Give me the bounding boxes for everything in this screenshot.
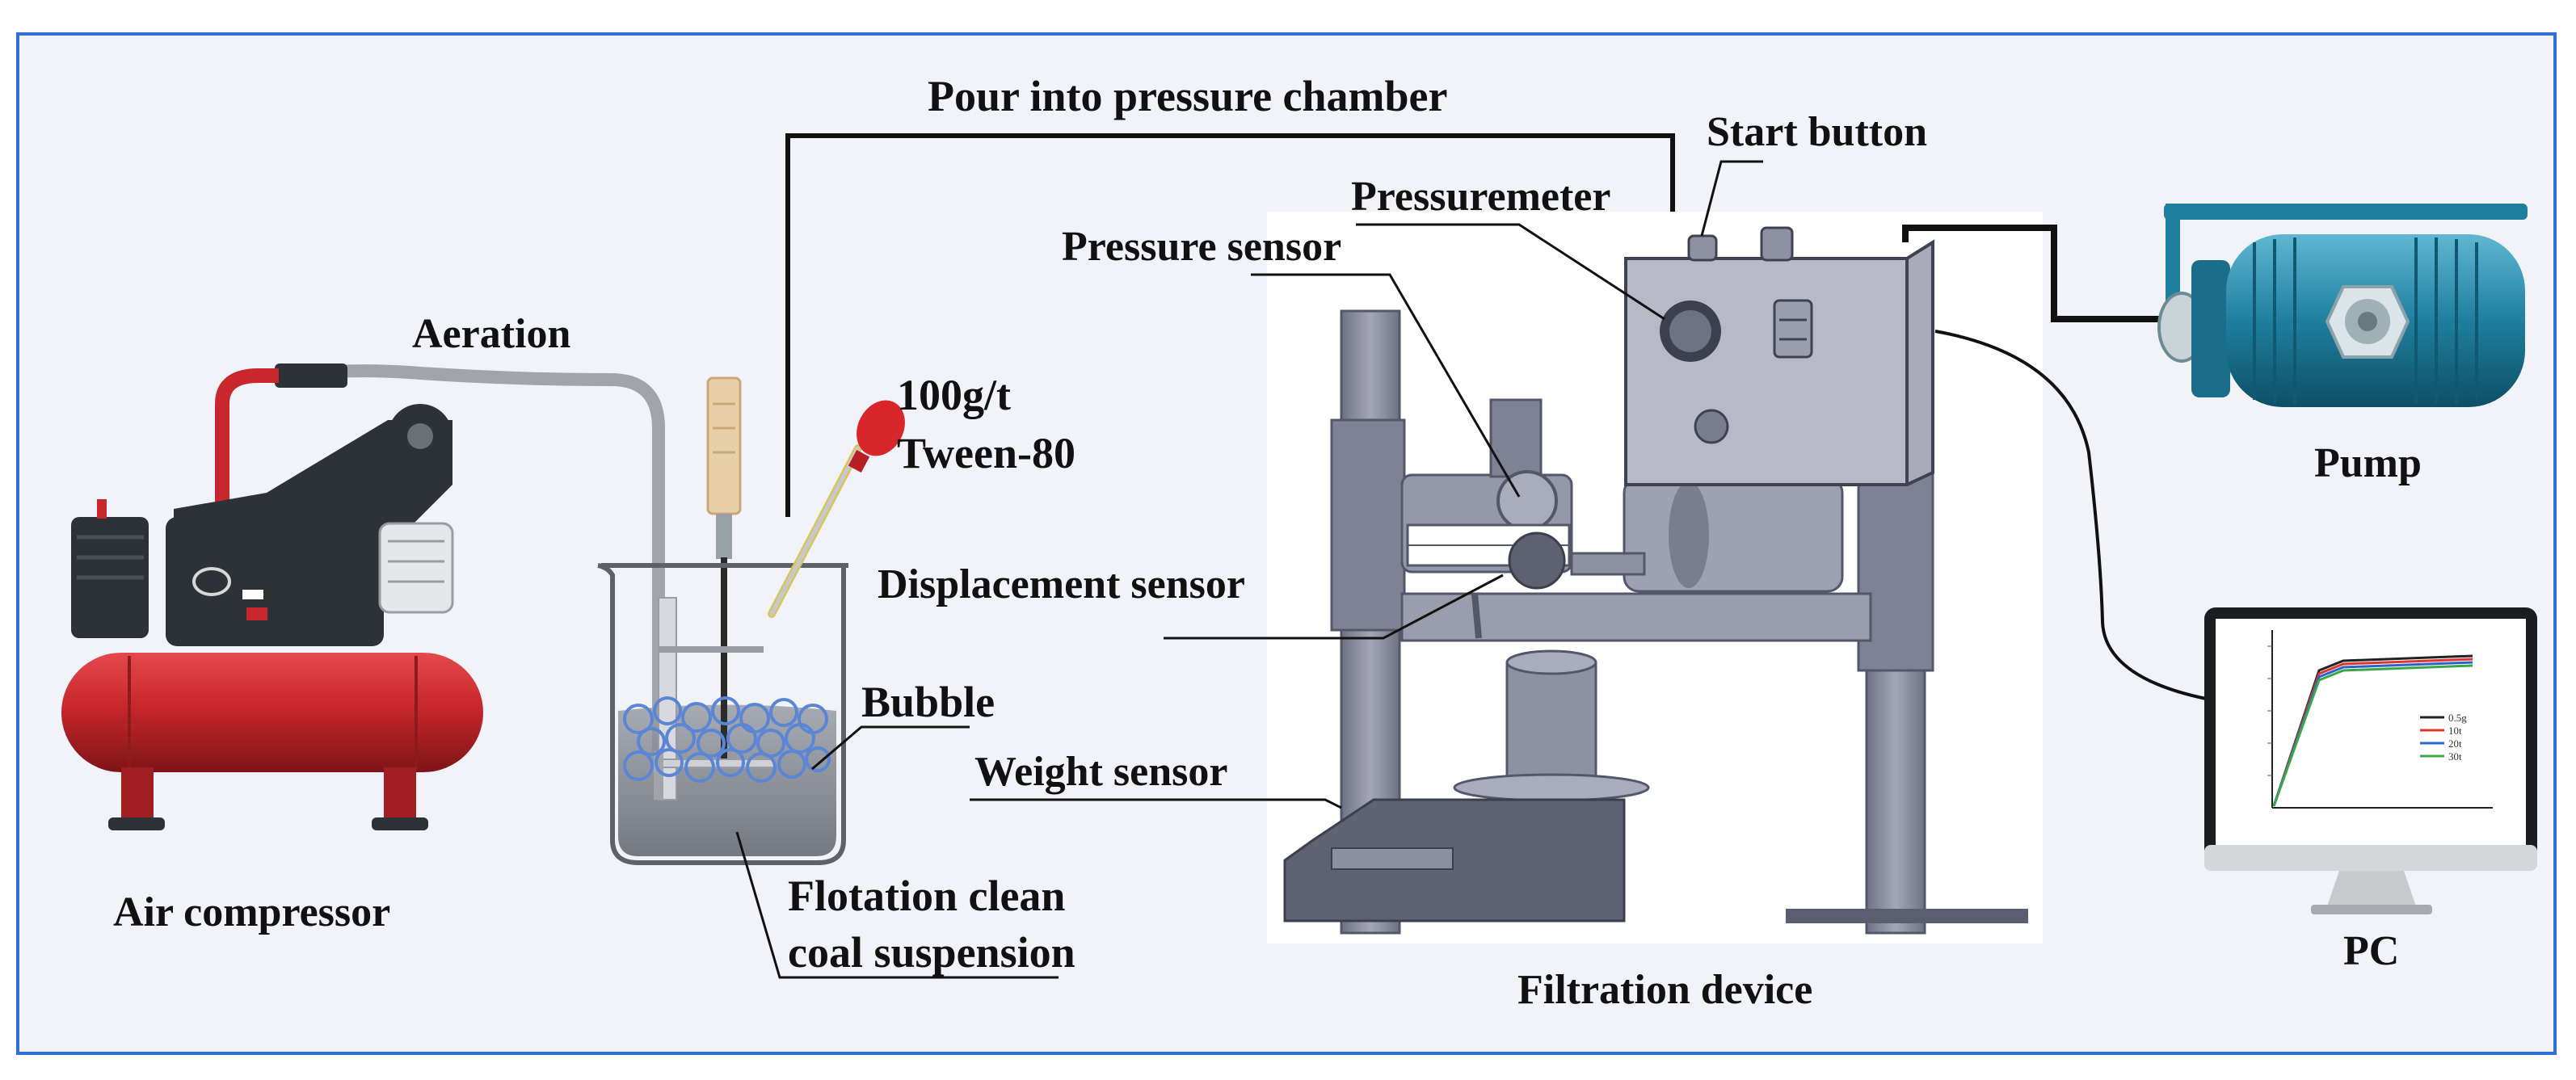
pump-icon — [2157, 204, 2528, 407]
monitor-legend-label-4: 30t — [2448, 750, 2462, 763]
pc-label: PC — [2343, 928, 2400, 974]
weight-sensor-leader — [970, 798, 1342, 809]
filtration-device-label: Filtration device — [1517, 967, 1813, 1013]
beaker-icon — [597, 376, 848, 865]
pressuremeter-leader — [1356, 223, 1665, 321]
bubble-leader — [811, 725, 970, 771]
dropper-icon — [768, 400, 905, 618]
suspension-label-line2: coal suspension — [788, 928, 1075, 977]
monitor-legend-label-1: 0.5g — [2448, 712, 2467, 724]
start-button-label: Start button — [1707, 109, 1928, 155]
weight-sensor-label: Weight sensor — [974, 749, 1228, 795]
pump-connection-line — [1902, 225, 2166, 322]
air-compressor-icon — [61, 364, 665, 830]
pump-label: Pump — [2314, 440, 2422, 486]
air-compressor-label: Air compressor — [113, 889, 391, 935]
suspension-label-line1: Flotation clean — [788, 872, 1066, 920]
monitor-series-4 — [2272, 664, 2473, 807]
pour-into-label: Pour into pressure chamber — [928, 72, 1448, 120]
pour-line — [785, 133, 1675, 517]
pressuremeter-label: Pressuremeter — [1351, 174, 1611, 220]
displacement-sensor-label: Displacement sensor — [878, 561, 1245, 607]
bubble-label: Bubble — [861, 678, 995, 726]
displacement-sensor-leader — [1164, 574, 1504, 640]
monitor-legend-label-2: 10t — [2448, 725, 2462, 737]
dose-label-line2: Tween-80 — [897, 429, 1075, 477]
aeration-label: Aeration — [412, 311, 571, 357]
monitor-legend-label-3: 20t — [2448, 738, 2462, 750]
leader-lines — [735, 160, 1763, 979]
suspension-leader — [735, 831, 1059, 979]
dose-label-line1: 100g/t — [897, 371, 1011, 419]
filtration-device-icon — [1267, 212, 2043, 943]
pressure-sensor-leader — [1251, 273, 1521, 498]
pressure-sensor-label: Pressure sensor — [1062, 224, 1342, 270]
pc-cable — [1934, 330, 2211, 701]
start-button-leader — [1700, 160, 1763, 237]
